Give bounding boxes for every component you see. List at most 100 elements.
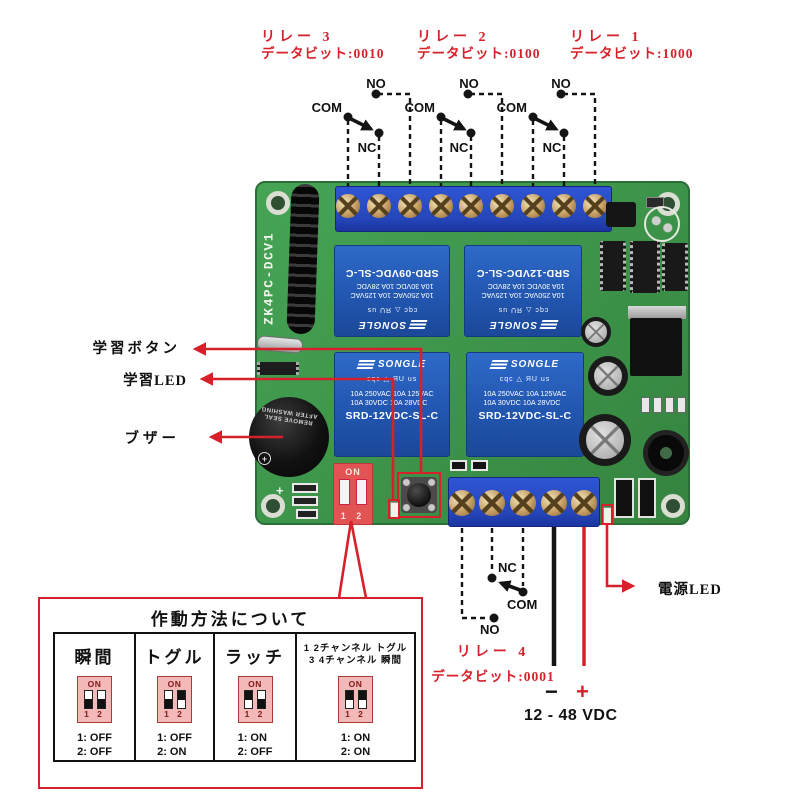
dip-slider-2[interactable] [356, 479, 367, 505]
voltage-range-label: 12 - 48 VDC [524, 707, 618, 724]
relay-part-number: SRD-12VDC-SL-C [476, 267, 570, 279]
songle-logo-icon [489, 360, 509, 369]
smd-resistor [292, 483, 318, 493]
plus-label: + [576, 679, 589, 704]
songle-logo-icon [539, 320, 559, 329]
terminal-screw [571, 490, 597, 516]
learn-led-highlight-box [388, 499, 400, 519]
soic-chip [257, 362, 299, 375]
relay2-name: リレー 2 [417, 30, 490, 45]
terminal-screw [398, 194, 422, 218]
relay-top-left: SONGLE cqc △ ЯU us 10A 250VAC 10A 125VAC… [334, 245, 450, 337]
learn-button[interactable] [407, 483, 431, 507]
relay1-nc-label: NC [542, 140, 562, 155]
relay3-nc-label: NC [357, 140, 377, 155]
smd-resistor [292, 496, 318, 506]
power-led-highlight-box [601, 504, 613, 525]
terminal-screw [429, 194, 453, 218]
terminal-screw [541, 490, 567, 516]
operation-table-title: 作動方法について [150, 610, 311, 629]
relay2-label: リレー 2 データビット:0100 [417, 30, 541, 62]
learn-led-callout: 学習LED [123, 373, 187, 389]
relay3-com-label: COM [311, 100, 342, 115]
power-led-callout: 電源LED [658, 582, 722, 598]
relay2-com-label: COM [404, 100, 435, 115]
diode [638, 478, 656, 518]
solder-ring: + [258, 452, 271, 465]
dip-slider-1[interactable] [339, 479, 350, 505]
ic-chip [662, 243, 688, 291]
smd-pad [641, 397, 650, 413]
smd-pad [677, 397, 686, 413]
regulator-tab [628, 306, 686, 319]
terminal-screw [367, 194, 391, 218]
voltage-regulator [630, 318, 682, 376]
relay4-name: リレー 4 [456, 645, 530, 660]
songle-logo-icon [356, 360, 376, 369]
terminal-screw [583, 194, 607, 218]
transistor [606, 202, 636, 227]
terminal-screw [479, 490, 505, 516]
silk-plus-mark: + [276, 483, 284, 498]
relay4-nc-label: NC [498, 560, 517, 575]
relay3-bits: データビット:0010 [261, 46, 385, 61]
learn-button-highlight-box [397, 472, 441, 518]
relay3-label: リレー 3 データビット:0010 [261, 30, 385, 62]
relay2-no-label: NO [459, 76, 479, 91]
dip-graphic: ON 1 2 [157, 676, 192, 723]
relay2-nc-label: NC [449, 140, 469, 155]
smd-pad [653, 397, 662, 413]
relay4-bits: データビット:0001 [431, 669, 555, 684]
relay1-name: リレー 1 [570, 30, 643, 45]
capacitor [588, 356, 628, 396]
ic-chip [630, 241, 660, 293]
board-model-text: ZK4PC-DCV1 [261, 232, 277, 326]
smd-component [450, 460, 467, 471]
led-footprint-ring [644, 206, 680, 242]
relay1-bits: データビット:1000 [570, 46, 694, 61]
antenna-coil [286, 183, 320, 335]
smd-pad [665, 397, 674, 413]
mounting-hole [661, 494, 685, 518]
relay3-name: リレー 3 [261, 30, 334, 45]
smd-component [471, 460, 488, 471]
dip-graphic: ON 1 2 [338, 676, 373, 723]
ic-chip [600, 241, 626, 291]
relay4-com-label: COM [507, 597, 538, 612]
terminal-screw [336, 194, 360, 218]
terminal-screw [459, 194, 483, 218]
learn-button-callout: 学習ボタン [92, 341, 180, 357]
relay4-no-label: NO [480, 622, 500, 637]
mounting-hole [266, 191, 290, 215]
minus-label: − [545, 679, 558, 704]
relay2-bits: データビット:0100 [417, 46, 541, 61]
smd-resistor [296, 509, 318, 519]
capacitor [581, 317, 611, 347]
relay-bottom-right: SONGLE cqc △ ЯU us 10A 250VAC 10A 125VAC… [466, 352, 584, 457]
relay-bottom-left: SONGLE cqc △ ЯU us 10A 250VAC 10A 125VAC… [334, 352, 450, 457]
inductor-toroid [643, 430, 689, 476]
terminal-screw [449, 490, 475, 516]
songle-logo-icon [408, 320, 428, 329]
terminal-screw [521, 194, 545, 218]
relay-part-number: SRD-12VDC-SL-C [478, 410, 572, 422]
board-dip-switch[interactable]: ON 1 2 [333, 463, 373, 525]
diode [614, 478, 634, 518]
terminal-screw [510, 490, 536, 516]
relay1-no-label: NO [551, 76, 571, 91]
relay1-com-label: COM [496, 100, 527, 115]
terminal-screw [490, 194, 514, 218]
relay-part-number: SRD-09VDC-SL-C [345, 267, 439, 279]
capacitor [579, 414, 631, 466]
relay3-no-label: NO [366, 76, 386, 91]
relay-top-right: SONGLE cqc △ ЯU us 10A 250VAC 10A 125VAC… [464, 245, 582, 337]
relay1-label: リレー 1 データビット:1000 [570, 30, 694, 62]
buzzer-callout: ブザー [124, 431, 180, 447]
